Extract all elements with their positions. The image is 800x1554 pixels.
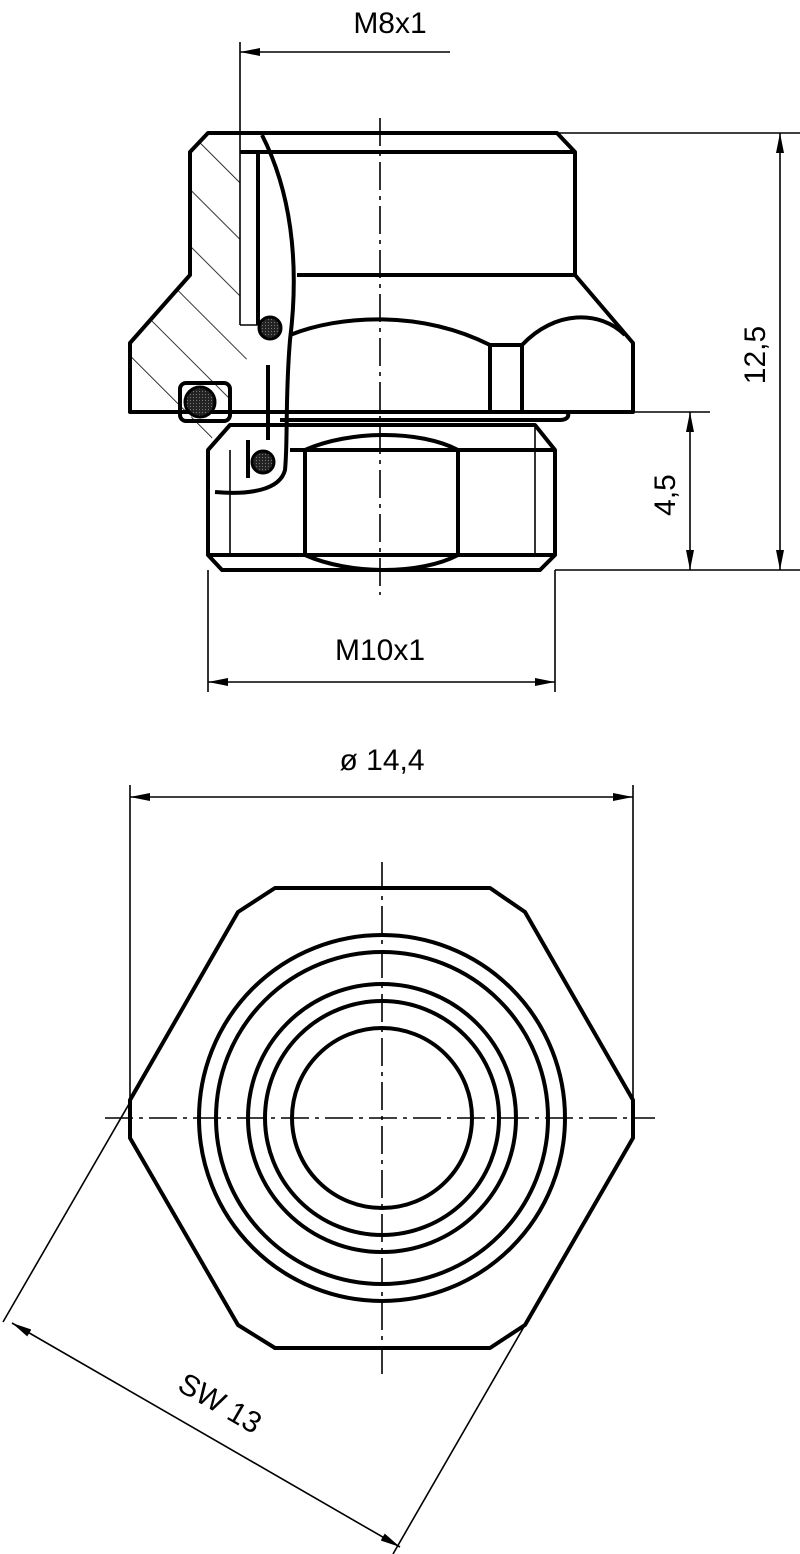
dimension-line — [11, 1322, 401, 1548]
dimension-sw13: SW 13 — [2, 1084, 526, 1554]
hex-arc — [304, 433, 459, 452]
label-sw13: SW 13 — [173, 1367, 267, 1441]
extension-line — [2, 1084, 141, 1323]
lower-nut-outline — [206, 423, 557, 572]
o-ring — [183, 385, 217, 419]
hex-upper-flats — [289, 315, 627, 347]
label-m10x1: M10x1 — [335, 634, 425, 667]
side-view — [128, 118, 635, 595]
label-4-5: 4,5 — [649, 474, 682, 516]
dimension-12-5: 12,5 — [555, 132, 800, 571]
dimension-diameter: ø 14,4 — [129, 744, 634, 1100]
section-hatch — [130, 135, 258, 490]
label-m8x1: M8x1 — [353, 7, 426, 40]
dimension-m8: M8x1 — [239, 7, 450, 152]
label-diameter: ø 14,4 — [339, 744, 424, 777]
top-view — [105, 862, 655, 1378]
washer-band — [280, 410, 571, 422]
dimension-m10: M10x1 — [207, 570, 556, 692]
o-ring — [257, 315, 283, 341]
o-ring-groove — [178, 381, 232, 423]
valve-flap — [214, 134, 296, 495]
label-12-5: 12,5 — [739, 326, 772, 384]
dimension-4-5: 4,5 — [633, 411, 710, 570]
hex-arc — [304, 553, 459, 572]
o-ring — [250, 449, 276, 475]
extension-line — [392, 1324, 526, 1554]
